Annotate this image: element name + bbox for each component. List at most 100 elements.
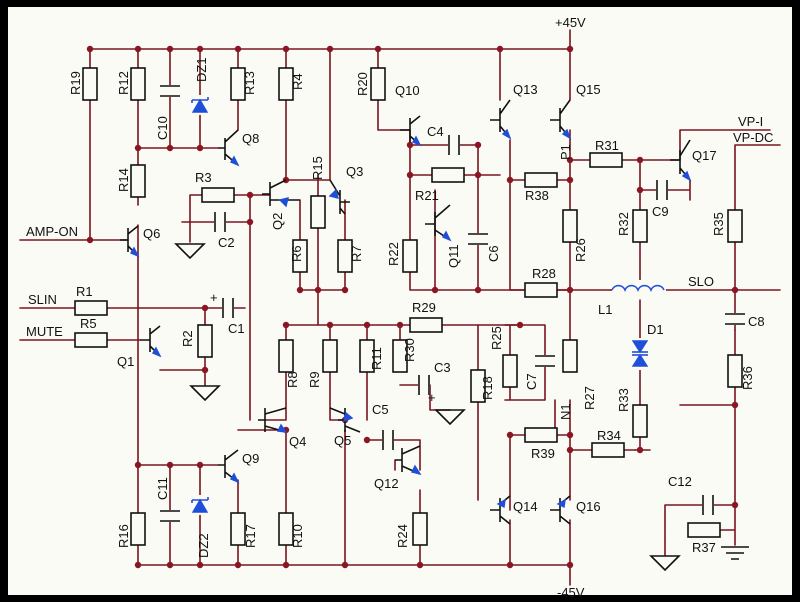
output-slo-label: SLO (688, 274, 714, 289)
resistor-r35 (727, 209, 743, 243)
resistor-r28 (524, 282, 558, 298)
resistor-r2 (197, 324, 213, 358)
label-d1: D1 (647, 322, 664, 337)
label-r21: R21 (415, 188, 439, 203)
transistor-q2 (262, 179, 300, 208)
svg-text:+: + (210, 290, 218, 305)
label-r4: R4 (290, 73, 305, 90)
transistor-q8 (218, 129, 240, 167)
resistor-r26 (562, 209, 578, 243)
transistor-q14 (490, 495, 511, 525)
label-dz1: DZ1 (194, 57, 209, 82)
transistors (120, 99, 692, 525)
label-r29: R29 (412, 300, 436, 315)
resistor-r15 (310, 195, 326, 229)
label-r12: R12 (116, 71, 131, 95)
transistor-q15 (550, 99, 572, 140)
label-q3: Q3 (346, 164, 363, 179)
label-q9: Q9 (242, 451, 259, 466)
resistor-r4 (278, 67, 294, 101)
resistor-r12 (130, 67, 146, 101)
resistor-r33 (632, 404, 648, 438)
label-r35: R35 (711, 212, 726, 236)
label-r11: R11 (369, 347, 384, 370)
label-r1: R1 (76, 284, 93, 299)
resistor-r6 (292, 239, 308, 273)
label-q6: Q6 (143, 226, 160, 241)
label-r17: R17 (243, 524, 258, 548)
capacitor-c12 (702, 495, 714, 515)
resistor-r16 (130, 512, 146, 546)
label-r30: R30 (402, 338, 417, 362)
ground-c2 (174, 243, 206, 260)
label-c11: C11 (155, 477, 170, 500)
resistor-r9 (322, 339, 338, 373)
resistor-r24 (412, 512, 428, 546)
label-r15: R15 (310, 156, 325, 180)
label-r19: R19 (68, 71, 83, 95)
rail-positive-label: +45V (555, 15, 586, 30)
resistor-r36 (727, 354, 743, 388)
capacitor-c4 (448, 135, 460, 155)
label-r33: R33 (616, 388, 631, 412)
label-c12: C12 (668, 474, 692, 489)
resistors (74, 67, 743, 546)
input-amp-on-label: AMP-ON (26, 224, 78, 239)
label-r28: R28 (532, 266, 556, 281)
resistor-r30 (392, 339, 408, 373)
label-r27: R27 (582, 386, 597, 410)
label-q10: Q10 (395, 83, 420, 98)
label-r14: R14 (116, 168, 131, 192)
resistor-r10 (278, 512, 294, 546)
resistor-r11 (359, 339, 375, 373)
resistor-r3 (201, 187, 235, 203)
capacitor-c1: + (210, 290, 234, 318)
resistor-r1 (74, 300, 108, 316)
label-dz2: DZ2 (196, 533, 211, 558)
label-r8: R8 (285, 371, 300, 388)
input-slin-label: SLIN (28, 292, 57, 307)
label-q13: Q13 (513, 82, 538, 97)
resistor-r5 (74, 332, 108, 348)
labels: +45V -45V AMP-ON SLIN MUTE VP-I VP-DC SL… (26, 15, 773, 600)
capacitors: + + (160, 85, 745, 522)
label-r32: R32 (616, 212, 631, 236)
transistor-q10 (400, 115, 422, 147)
label-r18: R18 (480, 376, 495, 400)
label-r22: R22 (386, 242, 401, 266)
resistor-r39 (524, 427, 558, 443)
label-r34: R34 (597, 428, 621, 443)
label-c10: C10 (155, 116, 170, 140)
output-vp-dc-label: VP-DC (733, 130, 773, 145)
input-mute-label: MUTE (26, 324, 63, 339)
label-q15: Q15 (576, 82, 601, 97)
label-q11: Q11 (446, 244, 461, 268)
wires (19, 29, 781, 586)
capacitor-c7 (535, 355, 555, 367)
resistor-r25 (502, 354, 518, 388)
junction-dots (86, 45, 739, 569)
label-r2: R2 (180, 330, 195, 347)
label-r25: R25 (489, 326, 504, 350)
capacitor-c9 (656, 180, 668, 200)
transistor-q9 (218, 449, 240, 484)
earth-ground (721, 546, 749, 560)
label-c2: C2 (218, 235, 235, 250)
capacitor-c3: + (418, 375, 436, 405)
label-c6: C6 (486, 245, 501, 262)
resistor-r37 (687, 522, 721, 538)
capacitor-c11 (160, 510, 180, 522)
capacitor-c6 (468, 233, 488, 245)
label-c9: C9 (652, 204, 669, 219)
label-r5: R5 (80, 316, 97, 331)
node-n1-label: N1 (558, 403, 573, 420)
resistor-r38 (524, 172, 558, 188)
label-l1: L1 (598, 302, 612, 317)
resistor-r18 (470, 369, 486, 403)
transistor-q6 (120, 225, 140, 258)
resistor-r20 (370, 67, 386, 101)
diodes (190, 95, 650, 515)
label-c4: C4 (427, 124, 444, 139)
label-c1: C1 (228, 321, 245, 336)
label-c5: C5 (372, 402, 389, 417)
